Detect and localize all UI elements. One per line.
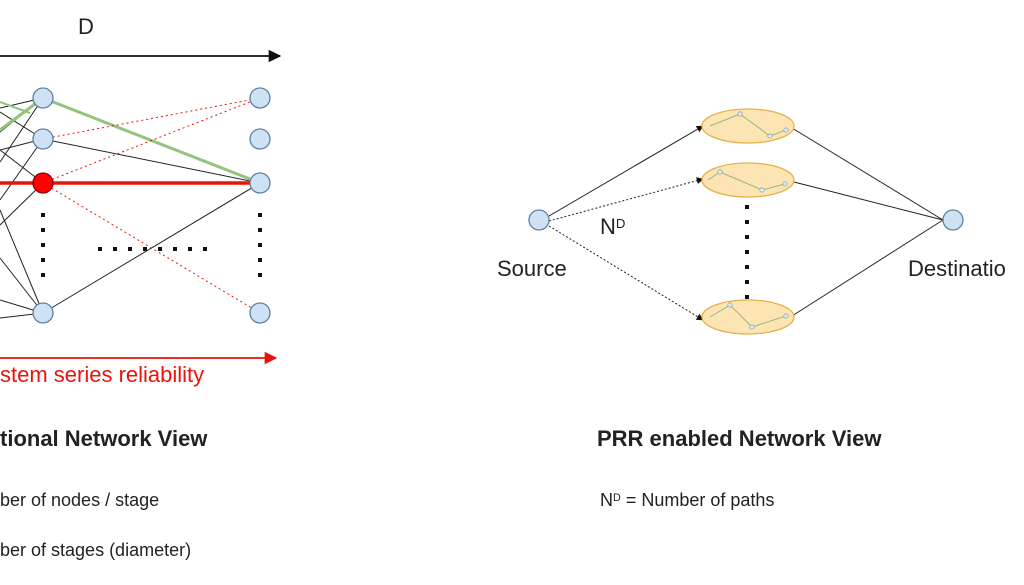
link bbox=[42, 138, 261, 184]
vertical-ellipsis bbox=[258, 213, 262, 277]
vertical-ellipsis bbox=[41, 213, 45, 277]
dotted-path-link bbox=[548, 177, 704, 222]
node bbox=[249, 302, 271, 324]
dotted-red-link bbox=[42, 97, 261, 140]
paths-base: N bbox=[600, 214, 616, 239]
right-title: PRR enabled Network View bbox=[597, 426, 882, 451]
path-link bbox=[791, 127, 944, 221]
dotted-red-link bbox=[42, 97, 261, 184]
path-ellipse bbox=[701, 162, 795, 198]
path-link bbox=[548, 125, 704, 217]
path-link bbox=[793, 181, 944, 221]
green-incoming-link bbox=[0, 101, 31, 114]
node bbox=[249, 87, 271, 109]
source-label: Source bbox=[497, 256, 567, 281]
horizontal-ellipsis bbox=[98, 247, 207, 251]
node bbox=[249, 172, 271, 194]
node bbox=[32, 87, 54, 109]
highlighted-node bbox=[32, 172, 54, 194]
destination-label: Destinatio bbox=[908, 256, 1006, 281]
vertical-ellipsis bbox=[745, 205, 749, 299]
legend-sup: D bbox=[613, 492, 621, 505]
node bbox=[32, 302, 54, 324]
legend-text: = Number of paths bbox=[620, 490, 775, 510]
legend-number-of-paths: ND = Number of paths bbox=[600, 490, 774, 511]
legend-base: N bbox=[600, 490, 613, 510]
dotted-path-link bbox=[548, 225, 704, 321]
reliability-label: stem series reliability bbox=[0, 362, 205, 387]
destination-node bbox=[942, 209, 964, 231]
path-link bbox=[791, 219, 944, 317]
paths-sup: D bbox=[615, 216, 626, 232]
legend-nodes-per-stage: ber of nodes / stage bbox=[0, 490, 160, 510]
legend-stages-diameter: ber of stages (diameter) bbox=[0, 540, 192, 560]
diameter-label: D bbox=[78, 14, 94, 39]
path-ellipse bbox=[701, 108, 795, 144]
node bbox=[32, 128, 54, 150]
left-title: tional Network View bbox=[0, 426, 208, 451]
dotted-red-link bbox=[42, 182, 261, 314]
node bbox=[249, 128, 271, 150]
paths-label: ND bbox=[600, 214, 625, 240]
source-node bbox=[528, 209, 550, 231]
path-ellipse bbox=[701, 299, 795, 335]
